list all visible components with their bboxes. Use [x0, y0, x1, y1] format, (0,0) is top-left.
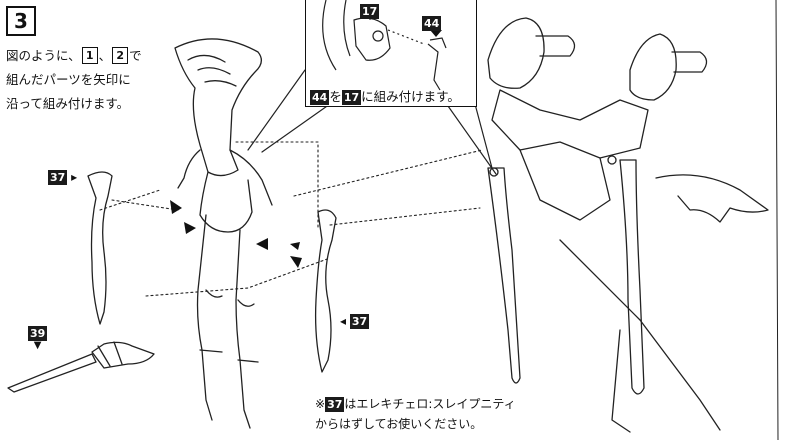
part-ref-b: 2 — [112, 47, 129, 64]
part-37-left-drawing — [87, 171, 113, 325]
part-37-right-label: ◂ 37 — [340, 314, 370, 329]
part-37-left-label: 37 ▸ — [48, 170, 77, 185]
arrow-left-icon: ◂ — [340, 314, 350, 328]
caption-mid: を — [329, 89, 342, 104]
caption-part-44: 44 — [310, 90, 330, 105]
part-39-drawing — [7, 341, 155, 393]
arrow-right-icon: ▸ — [67, 170, 78, 184]
footnote-part-badge: 37 — [325, 397, 345, 412]
instruction-sep: 、 — [98, 48, 112, 63]
callout-connectors — [247, 69, 497, 175]
part-37-right-badge: 37 — [349, 314, 370, 329]
instruction-line2: 組んだパーツを矢印に — [6, 72, 131, 87]
instruction-line3: 沿って組み付けます。 — [6, 96, 130, 111]
callout-badge-17-text: 17 — [360, 4, 380, 19]
joint-marker — [489, 167, 499, 177]
callout-badge-44: 44 — [422, 12, 442, 31]
footnote-mark: ※ — [315, 397, 326, 411]
part-39-label: 39 ▼ — [28, 326, 48, 351]
part-ref-a: 1 — [81, 47, 98, 64]
instruction-line1-post: で — [129, 48, 142, 63]
callout-badge-17: 17 — [360, 0, 380, 19]
footnote-line1: はエレキチェロ:スレイプニティ — [344, 397, 516, 411]
footnote-line2: からはずしてお使いください。 — [315, 417, 483, 431]
joint-marker — [607, 155, 617, 165]
part-37-left-badge: 37 — [48, 170, 68, 185]
guide-lines — [99, 39, 483, 297]
part-37-right-drawing — [314, 209, 337, 373]
step-number-box: 3 — [6, 6, 36, 36]
instruction-line1-pre: 図のように、 — [6, 48, 81, 63]
arrow-down-icon: ▼ — [33, 340, 42, 351]
callout-badge-44-text: 44 — [422, 16, 442, 31]
part-39-badge: 39 — [28, 326, 48, 341]
caption-post: に組み付けます。 — [361, 89, 460, 104]
arrows — [170, 200, 302, 268]
stand-drawing — [487, 0, 779, 440]
detail-callout: 17 44 — [305, 0, 477, 107]
figure-drawing — [174, 38, 273, 429]
caption-part-17: 17 — [341, 90, 362, 105]
